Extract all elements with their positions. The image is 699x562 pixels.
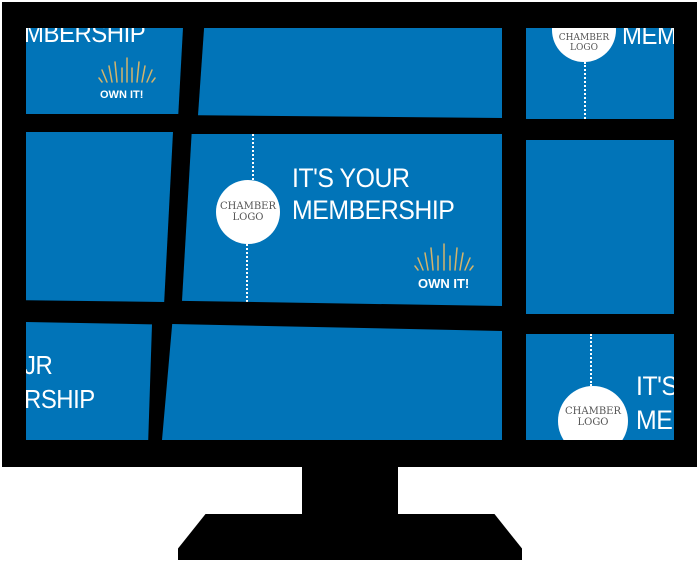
dotted-line (584, 62, 586, 119)
headline-line2: MEMBERSHIP (292, 195, 455, 225)
tile-top-center (198, 28, 502, 118)
tile-tagline: OWN IT! (100, 89, 144, 101)
starburst-icon (98, 57, 156, 83)
headline-line1: JR (26, 350, 53, 380)
headline-line2: RSHIP (26, 384, 95, 414)
headline-line1: IT'S YOUR (292, 163, 410, 193)
logo-text-line1: CHAMBER (219, 201, 276, 212)
dotted-line-top (252, 134, 254, 180)
monitor-stand-base (178, 514, 522, 560)
dotted-line-bottom (246, 244, 248, 306)
tile-bottom-left: JR RSHIP (26, 322, 152, 440)
chamber-logo-badge: CHAMBER LOGO (552, 28, 616, 62)
logo-text-line1: CHAMBER (564, 406, 621, 417)
tile-center-featured: CHAMBER LOGO IT'S YOUR MEMBERSHIP OWN IT… (182, 134, 502, 306)
tile-top-left: MBERSHIP OWN IT! (26, 28, 183, 114)
tile-top-right: CHAMBER LOGO MEM (526, 28, 674, 119)
tile-middle-right (526, 140, 674, 314)
tile-middle-left (26, 132, 173, 302)
logo-text-line2: LOGO (232, 212, 264, 223)
logo-text-line1: CHAMBER (558, 33, 610, 43)
tile-headline: MEM (622, 28, 674, 50)
dotted-line (590, 334, 592, 386)
tile-bottom-right: CHAMBER LOGO IT'S ME (526, 334, 674, 440)
tile-tagline: OWN IT! (418, 276, 470, 291)
tile-bottom-center (162, 324, 502, 440)
chamber-logo-badge: CHAMBER LOGO (216, 180, 280, 244)
logo-text-line2: LOGO (577, 417, 609, 428)
headline-line1: IT'S (636, 371, 674, 401)
monitor-stand-neck (302, 467, 398, 517)
chamber-logo-badge: CHAMBER LOGO (558, 386, 628, 440)
headline-line2: ME (636, 405, 673, 435)
monitor-screen: MBERSHIP OWN IT! CHAMBER LOGO MEM CHAMBE… (26, 28, 674, 440)
tile-headline: MBERSHIP (26, 28, 146, 48)
logo-text-line2: LOGO (570, 43, 598, 53)
starburst-icon (414, 243, 474, 271)
